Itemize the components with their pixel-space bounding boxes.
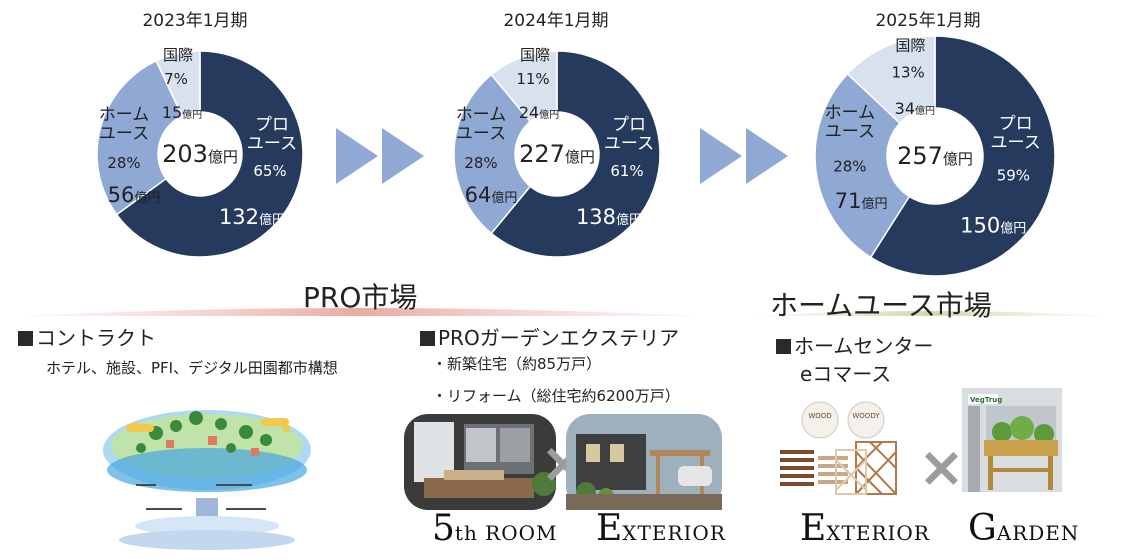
- slice-percent-pro: 61%: [610, 162, 643, 180]
- slice-label-pro-line-1: ユース: [604, 134, 654, 154]
- slice-amount-home: 64億円: [465, 183, 518, 207]
- slice-amount-pro: 150億円: [960, 214, 1026, 238]
- donut-slice-home: [814, 72, 911, 259]
- slice-percent-pro: 65%: [253, 162, 286, 180]
- slice-amount-home: 71億円: [835, 189, 888, 213]
- wood-sign-2: WOODY: [847, 401, 885, 439]
- garden-item-new-housing: ・新築住宅（約85万戸）: [432, 355, 602, 373]
- slice-amount-pro: 138億円: [576, 205, 642, 229]
- slice-label-home-line-0: ホーム: [456, 105, 507, 125]
- slice-label-pro-line-1: ユース: [247, 134, 297, 154]
- donut-center-total: 227億円: [519, 140, 595, 168]
- chart-title-2023: 2023年1月期: [142, 11, 248, 31]
- slice-label-intl-line-0: 国際: [163, 46, 193, 64]
- slice-label-pro-line-0: プロ: [255, 115, 289, 135]
- donut-center-total: 257億円: [897, 142, 973, 170]
- progress-arrow-1: [336, 128, 424, 184]
- slice-amount-home: 56億円: [108, 183, 161, 207]
- slice-percent-pro: 59%: [997, 167, 1030, 185]
- ecommerce-heading: eコマース: [800, 362, 892, 386]
- slice-label-pro-line-1: ユース: [991, 133, 1041, 153]
- slice-label-home-line-1: ユース: [99, 124, 149, 144]
- donut-slice-intl: [846, 35, 936, 125]
- chevron-right-icon: [700, 128, 742, 184]
- donut-slice-pro: [490, 50, 661, 258]
- donut-slice-pro: [115, 50, 304, 258]
- slice-amount-intl: 24億円: [519, 103, 559, 122]
- chart-title-2025: 2025年1月期: [875, 11, 981, 31]
- brand-garden: GARDEN: [968, 508, 1080, 549]
- slice-percent-intl: 11%: [516, 70, 549, 88]
- square-bullet-icon: [18, 331, 33, 346]
- brand-exterior-home: EXTERIOR: [800, 508, 930, 549]
- garden-item-reform: ・リフォーム（総住宅約6200万戸）: [432, 387, 680, 405]
- slice-amount-intl: 34億円: [895, 99, 935, 118]
- vegtrug-logo-text: VegTrug: [970, 396, 1002, 404]
- donut-slice-home: [453, 73, 532, 235]
- slice-label-intl-line-0: 国際: [895, 37, 925, 55]
- slice-percent-home: 28%: [833, 158, 866, 176]
- slice-amount-intl: 15億円: [162, 103, 202, 122]
- progress-arrow-2: [700, 128, 788, 184]
- home-market-band: [750, 311, 1110, 316]
- donut-slice-intl: [155, 50, 201, 117]
- vegtrug-planter-photo: VegTrug: [962, 388, 1062, 492]
- slice-percent-intl: 7%: [164, 70, 188, 88]
- square-bullet-icon: [776, 339, 791, 354]
- exterior-garden-photo: [566, 414, 722, 510]
- chevron-right-icon: [746, 128, 788, 184]
- chart-title-2024: 2024年1月期: [503, 11, 609, 31]
- slice-amount-pro: 132億円: [219, 205, 285, 229]
- 5th-room-photo: [404, 414, 556, 510]
- donut-slice-intl: [490, 50, 558, 123]
- slice-percent-home: 28%: [107, 154, 140, 172]
- wood-sign-1-label: WOOD: [808, 412, 831, 420]
- donut-charts-svg: 203億円プロユース65%132億円ホームユース28%56億円国際7%15億円2…: [96, 35, 1056, 277]
- chevron-right-icon: [382, 128, 424, 184]
- donut-slice-pro: [869, 35, 1056, 277]
- market-banners: [20, 308, 1110, 316]
- wood-panels-photo: WOOD WOODY: [776, 398, 916, 498]
- chevron-right-icon: [336, 128, 378, 184]
- contract-heading: コントラクト: [18, 322, 156, 351]
- home-center-heading: ホームセンター: [776, 330, 933, 359]
- pro-market-title: PRO市場: [303, 281, 418, 314]
- wood-sign-2-label: WOODY: [852, 412, 880, 420]
- slice-label-pro-line-0: プロ: [612, 115, 646, 135]
- slice-percent-home: 28%: [464, 154, 497, 172]
- garden-heading: PROガーデンエクステリア: [420, 322, 679, 351]
- slice-label-home-line-1: ユース: [456, 124, 506, 144]
- slice-label-home-line-0: ホーム: [825, 103, 876, 123]
- donut-center-total: 203億円: [162, 140, 238, 168]
- square-bullet-icon: [420, 331, 435, 346]
- slice-label-intl-line-0: 国際: [520, 46, 550, 64]
- contract-description: ホテル、施設、PFI、デジタル田園都市構想: [46, 359, 338, 377]
- slice-label-home-line-1: ユース: [825, 122, 875, 142]
- donut-slice-home: [96, 59, 184, 216]
- slice-label-pro-line-0: プロ: [999, 114, 1033, 134]
- multiply-icon: ×: [918, 435, 965, 500]
- home-market-title: ホームユース市場: [770, 289, 992, 322]
- pro-market-band: [20, 308, 700, 316]
- brand-5th-room: 5th ROOM: [432, 508, 558, 549]
- brand-exterior-pro: EXTERIOR: [596, 508, 726, 549]
- wood-sign-1: WOOD: [801, 401, 839, 439]
- smart-city-diagram: [96, 388, 318, 556]
- slice-percent-intl: 13%: [891, 64, 924, 82]
- slice-label-home-line-0: ホーム: [99, 105, 150, 125]
